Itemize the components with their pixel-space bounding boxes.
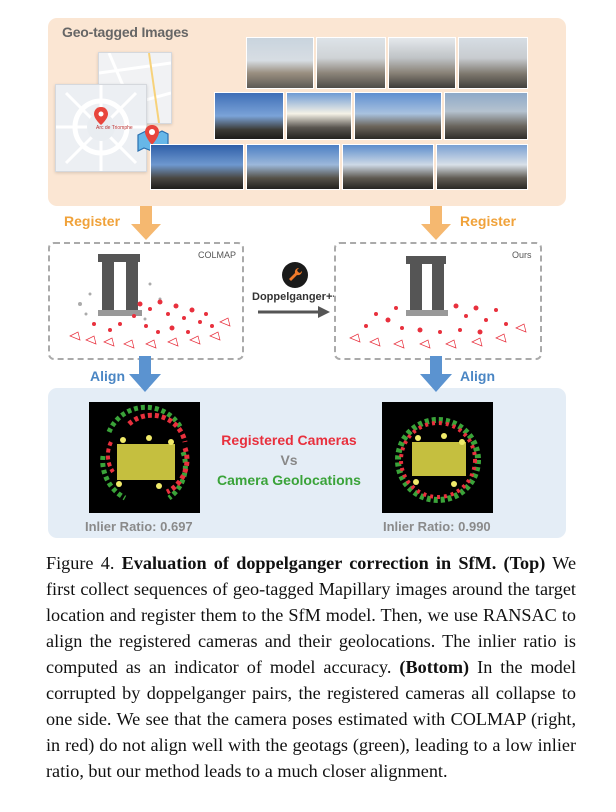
register-label-right: Register bbox=[460, 213, 516, 229]
figure-caption: Figure 4. Evaluation of doppelganger cor… bbox=[46, 550, 576, 784]
map-card-front: Arc de Triomphe bbox=[55, 84, 147, 172]
wrench-icon bbox=[282, 262, 308, 288]
legend-camera-geolocations: Camera Geolocations bbox=[210, 472, 368, 488]
method-label: Doppelganger++ bbox=[252, 291, 339, 303]
caption-title: Evaluation of doppelganger correction in… bbox=[122, 553, 497, 573]
align-arrow-right-icon bbox=[420, 356, 452, 392]
photo-11 bbox=[342, 144, 434, 190]
map-pin-icon bbox=[94, 107, 108, 125]
panel-title: Geo-tagged Images bbox=[62, 24, 189, 40]
wrench-glyph bbox=[282, 262, 308, 288]
photo-9 bbox=[150, 144, 244, 190]
legend-vs: Vs bbox=[210, 452, 368, 468]
ours-alignment-points bbox=[382, 402, 493, 513]
register-arrow-right-icon bbox=[421, 206, 451, 240]
caption-bottom-tag: (Bottom) bbox=[399, 657, 469, 677]
legend-registered-cameras: Registered Cameras bbox=[210, 432, 368, 448]
photo-10 bbox=[246, 144, 340, 190]
ours-tag: Ours bbox=[512, 250, 532, 260]
colmap-alignment-plot bbox=[89, 402, 200, 513]
caption-top-tag: (Top) bbox=[504, 553, 546, 573]
photo-6 bbox=[286, 92, 352, 140]
align-label-right: Align bbox=[460, 368, 495, 384]
photo-12 bbox=[436, 144, 528, 190]
caption-label: Figure 4. bbox=[46, 553, 114, 573]
ours-alignment-plot bbox=[382, 402, 493, 513]
method-arrow-icon bbox=[258, 305, 330, 319]
ours-point-cloud bbox=[336, 244, 538, 356]
photo-5 bbox=[214, 92, 284, 140]
left-inlier-ratio: Inlier Ratio: 0.697 bbox=[85, 519, 193, 534]
photo-8 bbox=[444, 92, 528, 140]
photo-3 bbox=[388, 37, 456, 89]
right-inlier-ratio: Inlier Ratio: 0.990 bbox=[383, 519, 491, 534]
register-label-left: Register bbox=[64, 213, 120, 229]
map-landmark-label: Arc de Triomphe bbox=[96, 125, 133, 131]
colmap-point-cloud bbox=[50, 244, 240, 356]
photo-7 bbox=[354, 92, 442, 140]
register-arrow-left-icon bbox=[131, 206, 161, 240]
figure: Geo-tagged Images Arc de Triomphe bbox=[0, 0, 616, 545]
photo-2 bbox=[316, 37, 386, 89]
photo-4 bbox=[458, 37, 528, 89]
colmap-tag: COLMAP bbox=[198, 250, 236, 260]
colmap-alignment-points bbox=[89, 402, 200, 513]
ours-reconstruction-box bbox=[334, 242, 542, 360]
align-label-left: Align bbox=[90, 368, 125, 384]
align-arrow-left-icon bbox=[129, 356, 161, 392]
photo-1 bbox=[246, 37, 314, 89]
